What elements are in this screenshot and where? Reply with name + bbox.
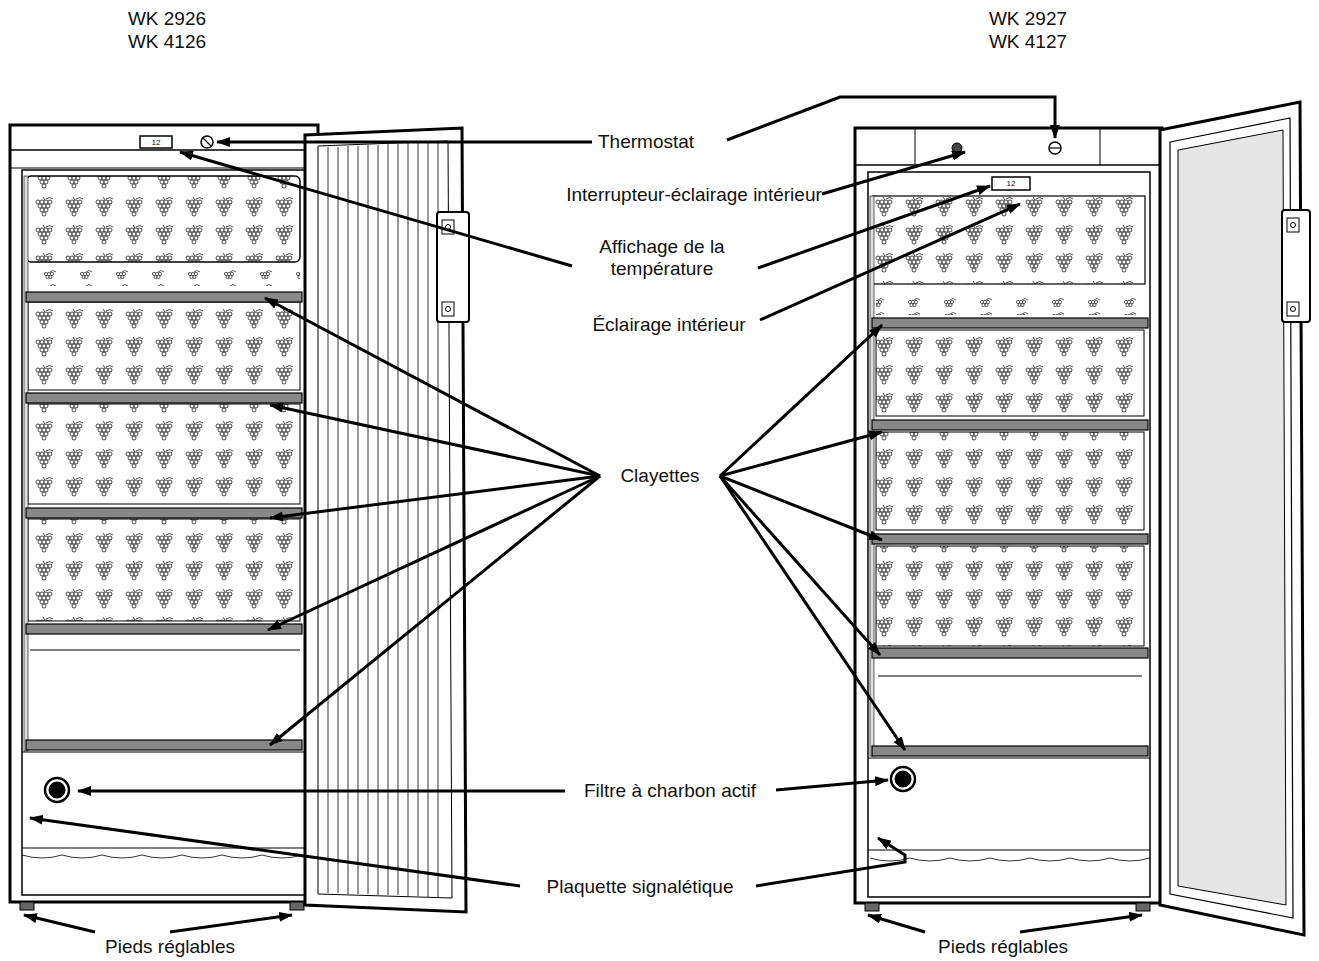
part-label: Plaquette signalétique xyxy=(547,876,734,898)
display-reading: 12 xyxy=(152,138,161,147)
part-label: WK 4127 xyxy=(989,31,1067,53)
part-label: Thermostat xyxy=(598,131,694,153)
part-label: Éclairage intérieur xyxy=(592,314,745,336)
part-label: Interrupteur-éclairage intérieur xyxy=(566,184,822,206)
part-label: Filtre à charbon actif xyxy=(584,780,756,802)
part-label: WK 2927 xyxy=(989,8,1067,30)
part-label: Affichage de la température xyxy=(567,236,757,280)
display-reading: 12 xyxy=(1007,179,1016,188)
part-label: Pieds réglables xyxy=(105,936,235,958)
part-label: Clayettes xyxy=(620,465,699,487)
part-label: WK 2926 xyxy=(128,8,206,30)
part-label: WK 4126 xyxy=(128,31,206,53)
part-label: Pieds réglables xyxy=(938,936,1068,958)
